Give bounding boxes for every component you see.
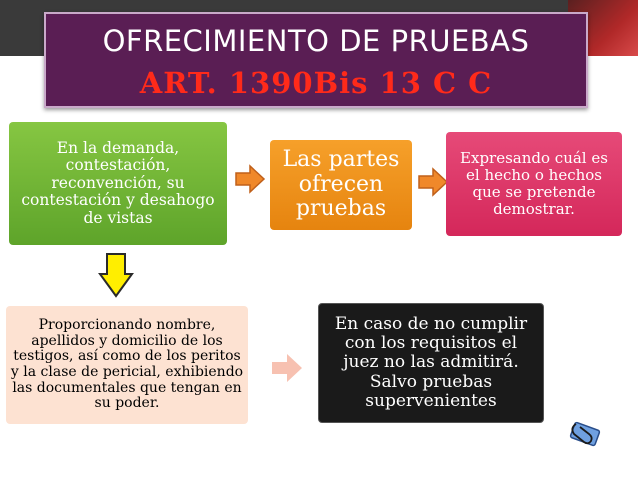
box-instances-text: En la demanda, contestación, reconvenció… <box>21 139 215 227</box>
box-requirements-text: Proporcionando nombre, apellidos y domic… <box>10 316 244 412</box>
box-facts-text: Expresando cuál es el hecho o hechos que… <box>460 149 608 218</box>
box-facts: Expresando cuál es el hecho o hechos que… <box>446 132 622 236</box>
box-consequence: En caso de no cumplir con los requisitos… <box>318 303 544 423</box>
paperclip-icon <box>569 421 601 447</box>
title-banner: OFRECIMIENTO DE PRUEBAS ART. 1390Bis 13 … <box>44 12 588 108</box>
right-arrow-icon <box>418 167 449 197</box>
slide-title: OFRECIMIENTO DE PRUEBAS <box>102 24 530 58</box>
box-requirements: Proporcionando nombre, apellidos y domic… <box>6 306 248 424</box>
slide-subtitle: ART. 1390Bis 13 C C <box>139 66 493 100</box>
box-instances: En la demanda, contestación, reconvenció… <box>9 122 227 245</box>
box-parties-offer-text: Las partes ofrecen pruebas <box>282 147 400 222</box>
right-arrow-icon <box>235 164 266 194</box>
box-consequence-text: En caso de no cumplir con los requisitos… <box>334 314 528 411</box>
right-arrow-icon <box>272 354 302 382</box>
down-arrow-icon <box>98 253 134 298</box>
box-parties-offer: Las partes ofrecen pruebas <box>270 140 412 230</box>
